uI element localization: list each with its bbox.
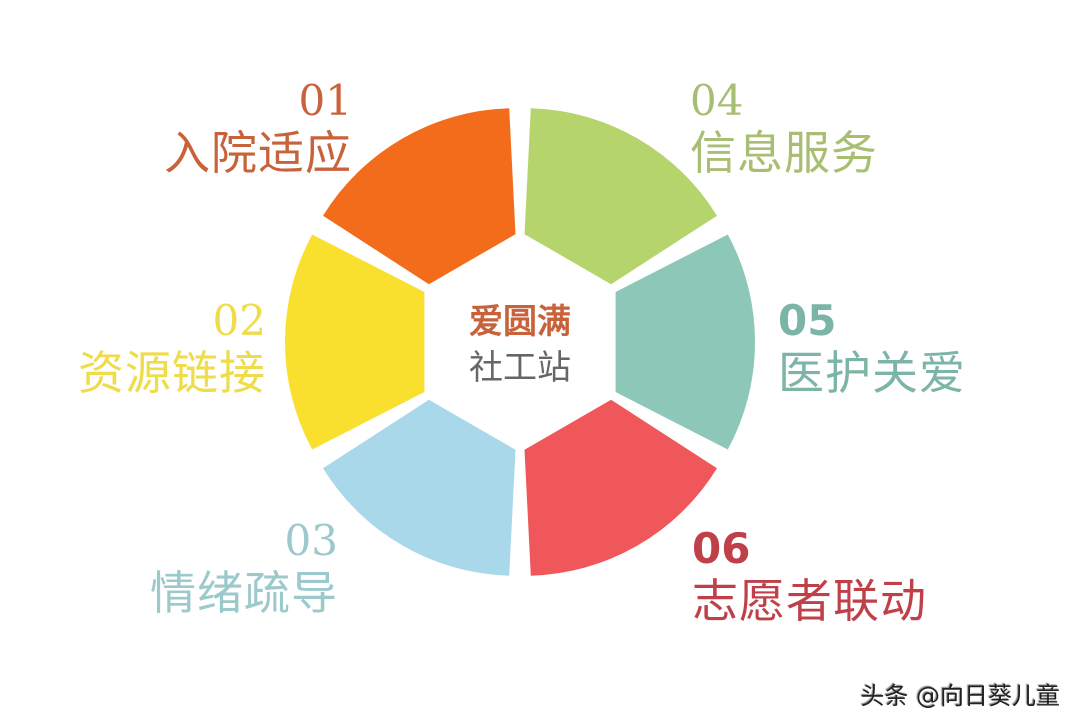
label-06-text: 志愿者联动	[692, 574, 927, 628]
label-04-text: 信息服务	[690, 126, 878, 180]
label-06: 06 志愿者联动	[692, 524, 972, 628]
label-05-number: 05	[778, 296, 837, 345]
label-05-text: 医护关爱	[778, 346, 966, 400]
label-01-text: 入院适应	[164, 126, 352, 180]
label-04-number: 04	[690, 76, 744, 125]
label-02-number: 02	[212, 296, 266, 345]
label-02: 02 资源链接	[66, 296, 266, 400]
label-05: 05 医护关爱	[778, 296, 998, 400]
label-02-text: 资源链接	[78, 346, 266, 400]
segment-05	[615, 234, 756, 450]
center-title-line1: 爱圆满	[469, 302, 571, 342]
segment-06	[524, 399, 717, 576]
label-06-number: 06	[692, 524, 751, 573]
label-03-text: 情绪疏导	[150, 566, 338, 620]
label-03-number: 03	[284, 516, 338, 565]
label-04: 04 信息服务	[690, 76, 910, 180]
center-title-line2: 社工站	[469, 348, 571, 388]
watermark: 头条 @向日葵儿童	[860, 682, 1060, 710]
segment-02	[285, 234, 425, 450]
center-title: 爱圆满 社工站	[420, 305, 620, 385]
label-01-number: 01	[298, 76, 352, 125]
segment-04	[524, 108, 717, 285]
label-01: 01 入院适应	[152, 76, 352, 180]
label-03: 03 情绪疏导	[138, 516, 338, 620]
segment-03	[323, 399, 516, 576]
segment-01	[323, 108, 516, 285]
